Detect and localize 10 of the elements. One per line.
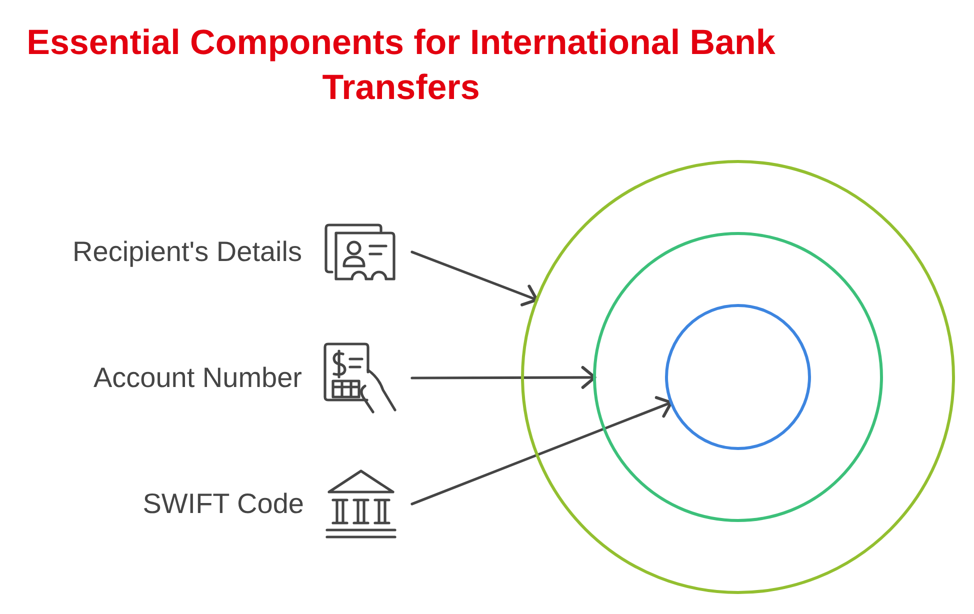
item-label: Account Number [93, 362, 302, 394]
diagram-title: Essential Components for International Bank Transfers [26, 22, 776, 109]
arrow [410, 250, 538, 306]
outer-ring [521, 160, 955, 594]
inner-ring [664, 304, 810, 450]
arrow [410, 396, 673, 506]
middle-ring [593, 232, 883, 522]
item-label: SWIFT Code [142, 488, 304, 520]
arrow [410, 366, 596, 389]
item-label: Recipient's Details [72, 236, 302, 268]
